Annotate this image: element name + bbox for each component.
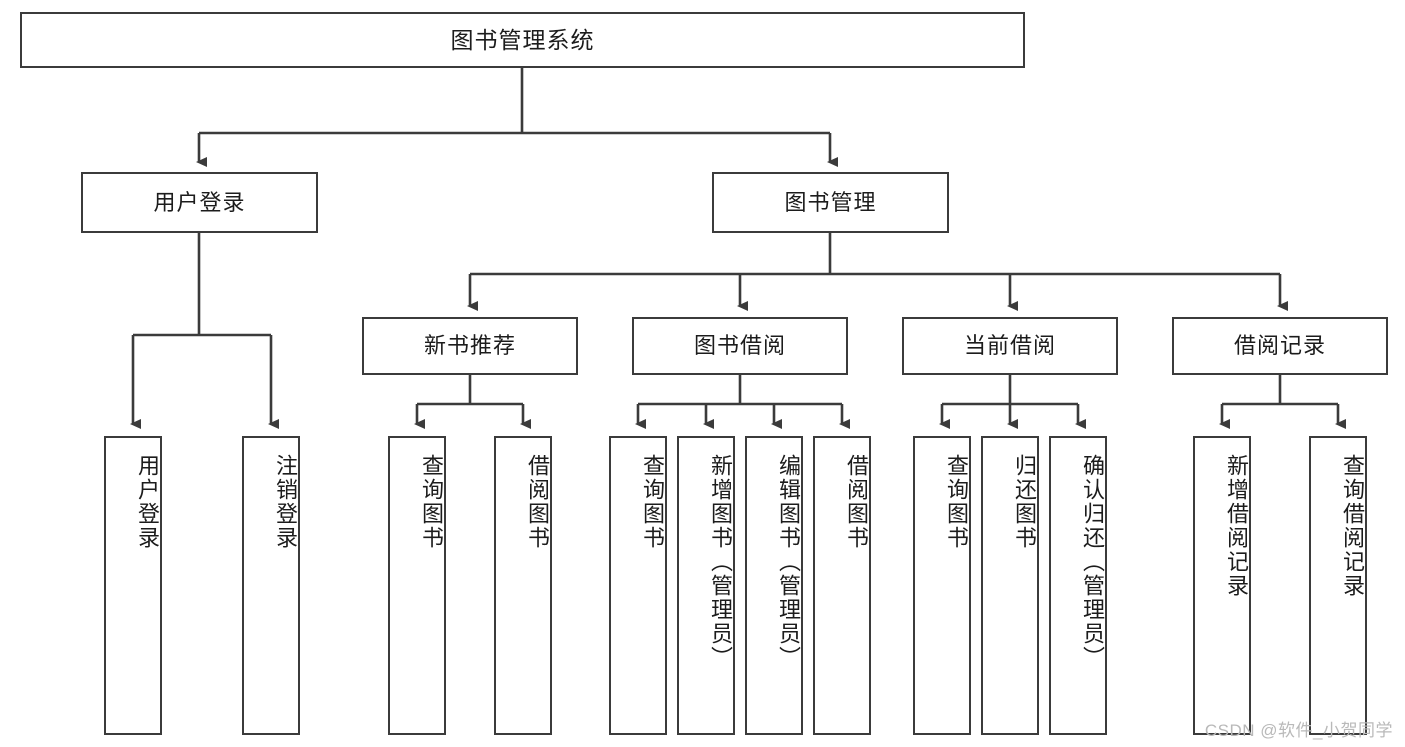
node-borrow-record[interactable]: 借阅记录 xyxy=(1172,317,1388,375)
node-label: 新增借阅记录 xyxy=(1224,454,1249,598)
node-label: 查询图书 xyxy=(944,454,969,550)
leaf-query-book-borrow[interactable]: 查询图书 xyxy=(609,436,667,735)
node-label: 查询图书 xyxy=(640,454,665,550)
node-label: 图书借阅 xyxy=(693,333,786,358)
leaf-add-borrow-record[interactable]: 新增借阅记录 xyxy=(1193,436,1251,735)
leaf-query-book-current[interactable]: 查询图书 xyxy=(913,436,971,735)
node-label: 确认归还（管理员） xyxy=(1080,454,1105,670)
node-label: 新书推荐 xyxy=(423,333,516,358)
node-label: 注销登录 xyxy=(273,454,298,550)
node-label: 图书管理系统 xyxy=(450,26,595,53)
node-label: 用户登录 xyxy=(153,189,246,215)
node-label: 借阅记录 xyxy=(1233,333,1326,358)
leaf-user-login[interactable]: 用户登录 xyxy=(104,436,162,735)
node-label: 新增图书（管理员） xyxy=(708,454,733,670)
node-label: 借阅图书 xyxy=(525,454,550,550)
node-label: 查询借阅记录 xyxy=(1340,454,1365,598)
node-current-borrow[interactable]: 当前借阅 xyxy=(902,317,1118,375)
node-user-login[interactable]: 用户登录 xyxy=(81,172,318,233)
leaf-edit-book-admin[interactable]: 编辑图书（管理员） xyxy=(745,436,803,735)
leaf-borrow-book-new[interactable]: 借阅图书 xyxy=(494,436,552,735)
node-label: 当前借阅 xyxy=(963,333,1056,358)
leaf-query-book-new[interactable]: 查询图书 xyxy=(388,436,446,735)
leaf-query-borrow-record[interactable]: 查询借阅记录 xyxy=(1309,436,1367,735)
node-root-system[interactable]: 图书管理系统 xyxy=(20,12,1025,68)
leaf-logout[interactable]: 注销登录 xyxy=(242,436,300,735)
leaf-add-book-admin[interactable]: 新增图书（管理员） xyxy=(677,436,735,735)
node-label: 用户登录 xyxy=(135,454,160,550)
node-label: 图书管理 xyxy=(784,189,877,215)
node-label: 归还图书 xyxy=(1012,454,1037,550)
node-book-borrow[interactable]: 图书借阅 xyxy=(632,317,848,375)
node-new-book-recommend[interactable]: 新书推荐 xyxy=(362,317,578,375)
leaf-confirm-return-admin[interactable]: 确认归还（管理员） xyxy=(1049,436,1107,735)
node-label: 查询图书 xyxy=(419,454,444,550)
node-label: 编辑图书（管理员） xyxy=(776,454,801,670)
leaf-return-book[interactable]: 归还图书 xyxy=(981,436,1039,735)
node-book-management[interactable]: 图书管理 xyxy=(712,172,949,233)
leaf-borrow-book[interactable]: 借阅图书 xyxy=(813,436,871,735)
node-label: 借阅图书 xyxy=(844,454,869,550)
